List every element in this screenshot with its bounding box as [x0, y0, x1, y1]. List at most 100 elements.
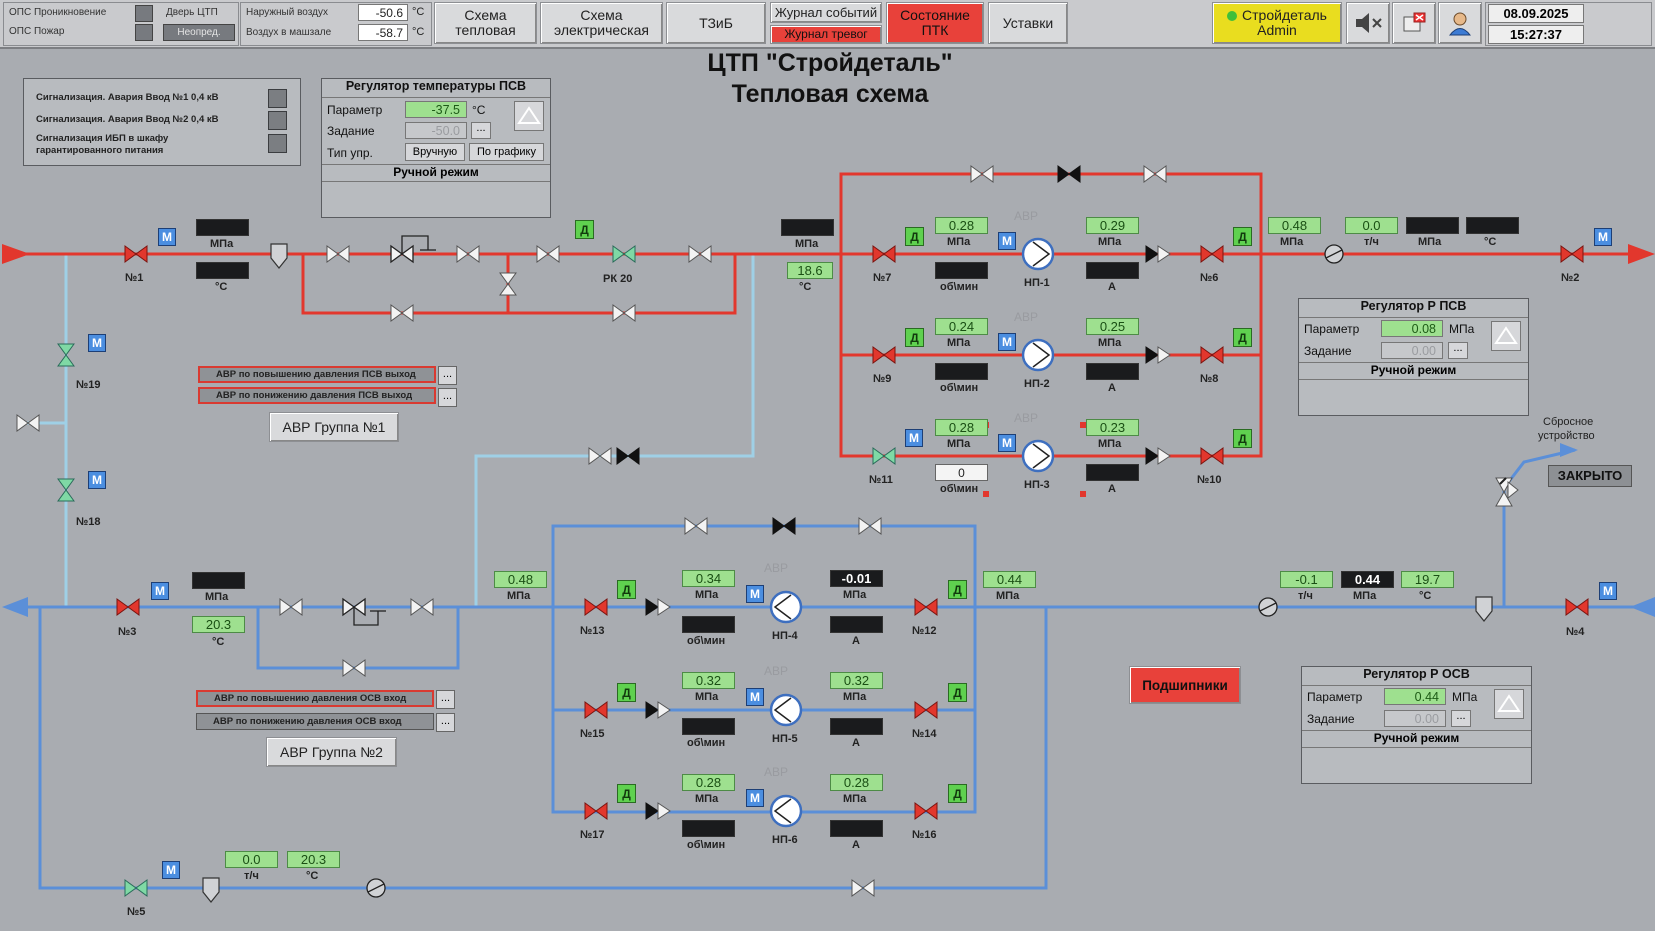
avr-group2-button[interactable]: АВР Группа №2 [266, 737, 397, 767]
np6-motor[interactable]: М [746, 789, 764, 807]
supply-out-pressure-2-unit: МПа [1418, 236, 1442, 248]
np1-in-pressure: 0.28 [935, 217, 988, 234]
np3-motor[interactable]: М [998, 434, 1016, 452]
ptk-state-button[interactable]: Состояние ПТК [886, 2, 984, 44]
avr1-row-decrease-dots-button[interactable]: ... [438, 388, 457, 407]
heat-scheme-button[interactable]: Схема тепловая [434, 2, 537, 44]
return-in-temp-unit: °C [212, 636, 225, 648]
valve-9-sensor[interactable]: Д [905, 328, 924, 347]
reg-p-psv-set-dots-button[interactable]: ... [1448, 342, 1468, 359]
return-out-pressure: 0.44 [1341, 571, 1394, 588]
return-out-pressure-unit: МПа [1353, 590, 1377, 602]
valve-14-sensor[interactable]: Д [948, 683, 967, 702]
reg-p-osv-param-label: Параметр [1307, 690, 1363, 704]
valve-7-sensor[interactable]: Д [905, 227, 924, 246]
return-mid-pressure: 0.48 [494, 571, 547, 588]
return-out-temp-unit: °C [1419, 590, 1432, 602]
tzib-button[interactable]: ТЗиБ [666, 2, 766, 44]
np5-rpm-unit: об\мин [687, 737, 726, 749]
np6-label: НП-6 [772, 834, 798, 846]
valve-4-motor[interactable]: М [1599, 582, 1617, 600]
ops-penetration-indicator [135, 5, 153, 22]
reg-p-osv-panel: Регулятор Р ОСВ Параметр 0.44 МПа Задани… [1301, 666, 1532, 784]
np1-label: НП-1 [1024, 277, 1050, 289]
logout-button[interactable] [1392, 2, 1436, 44]
valve-2-motor[interactable]: М [1594, 228, 1612, 246]
valve-8-sensor[interactable]: Д [1233, 328, 1252, 347]
np5-label: НП-5 [772, 733, 798, 745]
bearings-button[interactable]: Подшипники [1129, 666, 1241, 704]
mute-button[interactable] [1346, 2, 1390, 44]
np1-current [1086, 262, 1139, 279]
return-after-pressure: 0.44 [983, 571, 1036, 588]
np5-motor[interactable]: М [746, 688, 764, 706]
reg-psv-temp-schedule-button[interactable]: По графику [469, 143, 544, 161]
user-profile-button[interactable] [1438, 2, 1482, 44]
valve-5-motor[interactable]: М [162, 861, 180, 879]
reg-p-osv-set-value[interactable]: 0.00 [1384, 710, 1446, 727]
reg-p-osv-unit: МПа [1452, 690, 1478, 704]
event-log-button[interactable]: Журнал событий [770, 2, 882, 23]
valve-11-motor[interactable]: М [905, 429, 923, 447]
user-panel[interactable]: Стройдеталь Admin [1212, 2, 1342, 44]
valve-16-label: №16 [912, 829, 937, 841]
supply-in-temp-unit: °C [215, 281, 228, 293]
np2-motor[interactable]: М [998, 333, 1016, 351]
avr1-row-increase-dots-button[interactable]: ... [438, 366, 457, 385]
alarm-panel [23, 78, 301, 166]
avr1-row-increase: АВР по повышению давления ПСВ выход [198, 366, 436, 383]
reg-psv-temp-param-label: Параметр [327, 103, 383, 117]
alarm-log-button[interactable]: Журнал тревог [770, 25, 882, 44]
ptk-state-label-1: Состояние [900, 7, 970, 23]
valve-3-label: №3 [118, 626, 137, 638]
electric-scheme-button[interactable]: Схема электрическая [540, 2, 663, 44]
settings-button[interactable]: Уставки [988, 2, 1068, 44]
np5-rpm [682, 718, 735, 735]
reg-psv-temp-up-button[interactable] [514, 101, 544, 131]
reg-psv-temp-set-value[interactable]: -50.0 [405, 122, 467, 139]
valve-17-sensor[interactable]: Д [617, 784, 636, 803]
valve-16-sensor[interactable]: Д [948, 784, 967, 803]
np3-out-unit: МПа [1098, 438, 1122, 450]
np4-out-pressure: -0.01 [830, 570, 883, 587]
valve-3-motor[interactable]: М [151, 582, 169, 600]
np2-label: НП-2 [1024, 378, 1050, 390]
alarm-input2-indicator [268, 111, 287, 130]
valve-13-sensor[interactable]: Д [617, 580, 636, 599]
reg-p-osv-set-dots-button[interactable]: ... [1451, 710, 1471, 727]
np2-rpm [935, 363, 988, 380]
valve-10-sensor[interactable]: Д [1233, 429, 1252, 448]
reg-psv-temp-set-dots-button[interactable]: ... [471, 122, 491, 139]
valve-12-sensor[interactable]: Д [948, 580, 967, 599]
outdoor-air-unit: °C [412, 6, 425, 18]
avr2-row-decrease-dots-button[interactable]: ... [436, 713, 455, 732]
np3-in-pressure: 0.28 [935, 419, 988, 436]
rk20-label: РК 20 [603, 273, 633, 285]
reg-p-psv-set-value[interactable]: 0.00 [1381, 342, 1443, 359]
ops-penetration-label: ОПС Проникновение [9, 7, 107, 18]
np3-rpm: 0 [935, 464, 988, 481]
discharge-state: ЗАКРЫТО [1548, 465, 1632, 487]
reg-p-psv-up-button[interactable] [1491, 321, 1521, 351]
reg-p-osv-up-button[interactable] [1494, 689, 1524, 719]
reg-psv-temp-manual-button[interactable]: Вручную [405, 143, 465, 161]
valve-18-motor[interactable]: М [88, 471, 106, 489]
rk20-sensor[interactable]: Д [575, 220, 594, 239]
np2-in-unit: МПа [947, 337, 971, 349]
avr-group1-button[interactable]: АВР Группа №1 [269, 412, 399, 442]
valve-8-label: №8 [1200, 373, 1219, 385]
return-after-pressure-unit: МПа [996, 590, 1020, 602]
makeup-flow: 0.0 [225, 851, 278, 868]
valve-1-motor[interactable]: М [158, 228, 176, 246]
np4-motor[interactable]: М [746, 585, 764, 603]
np2-current-unit: А [1108, 382, 1116, 394]
valve-15-sensor[interactable]: Д [617, 683, 636, 702]
supply-mid-temp-unit: °C [799, 281, 812, 293]
valve-6-sensor[interactable]: Д [1233, 227, 1252, 246]
np3-out-pressure: 0.23 [1086, 419, 1139, 436]
np1-motor[interactable]: М [998, 232, 1016, 250]
valve-19-motor[interactable]: М [88, 334, 106, 352]
np4-current [830, 616, 883, 633]
avr2-row-increase-dots-button[interactable]: ... [436, 690, 455, 709]
